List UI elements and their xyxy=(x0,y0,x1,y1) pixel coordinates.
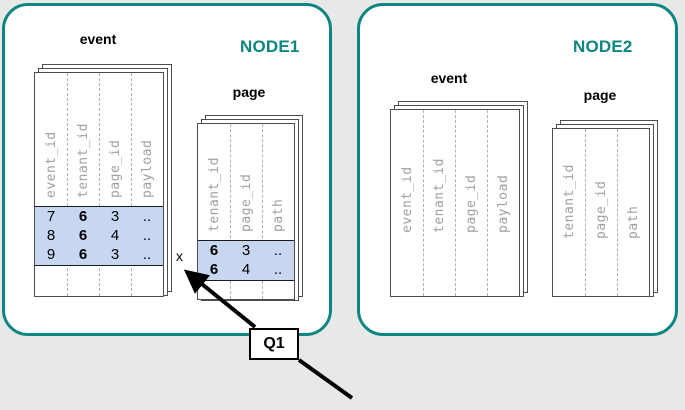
column-header-event-id: event_id xyxy=(44,131,59,198)
highlight-band-node1-page: 6 3 .. 6 4 .. xyxy=(198,240,294,281)
table-caption-node1-event: event xyxy=(79,31,117,47)
table-caption-node2-page: page xyxy=(583,87,617,103)
table-row: 6 4 .. xyxy=(198,260,294,279)
column-separator xyxy=(617,129,618,296)
column-header-page-id: page_id xyxy=(464,174,479,233)
column-separator xyxy=(455,110,456,296)
cell: 4 xyxy=(241,261,251,278)
column-header-payload: payload xyxy=(140,139,155,198)
cell: .. xyxy=(273,242,283,259)
column-separator xyxy=(67,73,68,296)
column-header-tenant-id: tenant_id xyxy=(562,164,577,239)
table-caption-node1-page: page xyxy=(232,84,266,100)
cell: .. xyxy=(273,261,283,278)
query-callout-label: Q1 xyxy=(263,335,285,352)
table-row: 8 6 4 .. xyxy=(35,226,163,245)
table-row: 6 3 .. xyxy=(198,241,294,260)
column-separator xyxy=(262,124,263,299)
column-separator xyxy=(487,110,488,296)
cell: 6 xyxy=(78,227,88,244)
cell: 4 xyxy=(110,227,120,244)
node-title-node1: NODE1 xyxy=(240,37,300,56)
column-separator xyxy=(230,124,231,299)
column-header-page-id: page_id xyxy=(239,173,254,232)
column-header-path: path xyxy=(626,205,641,239)
highlight-band-node1-event: 7 6 3 .. 8 6 4 .. 9 6 3 .. xyxy=(35,206,163,266)
cell: 7 xyxy=(46,208,56,225)
column-header-page-id: page_id xyxy=(108,139,123,198)
sheet-front-node2-event: event_id tenant_id page_id payload xyxy=(390,109,520,297)
cell: 6 xyxy=(78,208,88,225)
cell: .. xyxy=(142,227,152,244)
table-row: 9 6 3 .. xyxy=(35,245,163,264)
cell: 3 xyxy=(110,208,120,225)
cell: 3 xyxy=(241,242,251,259)
arrow-q1-tail xyxy=(297,358,354,400)
sheet-front-node1-event: event_id tenant_id page_id payload 7 6 3… xyxy=(34,72,164,297)
sheet-front-node2-page: tenant_id page_id path xyxy=(552,128,650,297)
cell: 6 xyxy=(209,242,219,259)
column-header-tenant-id: tenant_id xyxy=(432,158,447,233)
cell: 9 xyxy=(46,246,56,263)
column-separator xyxy=(99,73,100,296)
query-callout-q1[interactable]: Q1 xyxy=(249,328,299,360)
column-header-event-id: event_id xyxy=(400,166,415,233)
cell: .. xyxy=(142,246,152,263)
column-header-payload: payload xyxy=(496,174,511,233)
column-separator xyxy=(423,110,424,296)
column-separator xyxy=(131,73,132,296)
cell: 8 xyxy=(46,227,56,244)
cell: 6 xyxy=(78,246,88,263)
column-header-page-id: page_id xyxy=(594,180,609,239)
column-separator xyxy=(585,129,586,296)
table-caption-node2-event: event xyxy=(430,70,468,86)
sheet-front-node1-page: tenant_id page_id path 6 3 .. 6 4 .. xyxy=(197,123,295,300)
cell: 6 xyxy=(209,261,219,278)
column-header-path: path xyxy=(271,198,286,232)
column-header-tenant-id: tenant_id xyxy=(76,123,91,198)
table-row: 7 6 3 .. xyxy=(35,207,163,226)
cell: .. xyxy=(142,208,152,225)
column-header-tenant-id: tenant_id xyxy=(207,157,222,232)
join-marker-x: x xyxy=(176,248,183,264)
cell: 3 xyxy=(110,246,120,263)
node-title-node2: NODE2 xyxy=(573,37,633,56)
